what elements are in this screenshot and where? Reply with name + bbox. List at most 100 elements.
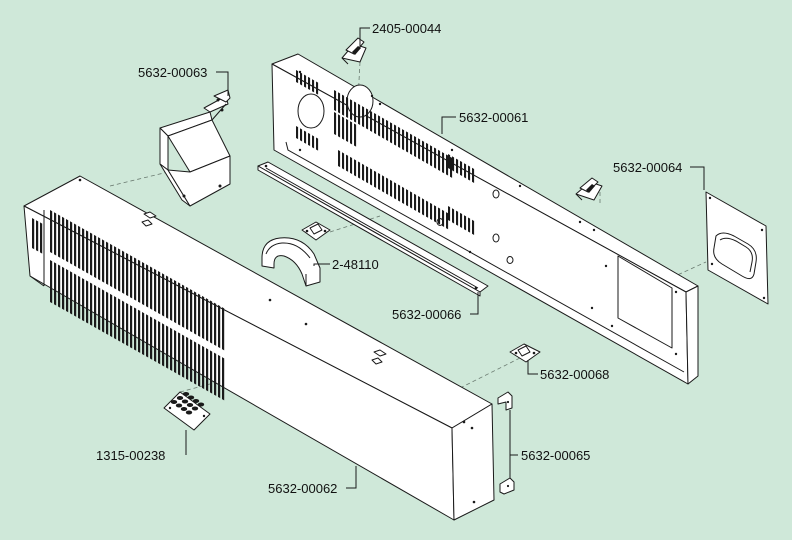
panel-louver-slot [472,167,475,183]
panel-louver-slot [382,117,385,139]
housing-louver-slot [166,325,169,369]
panel-rivet-dot [674,290,678,294]
panel-louver-slot [350,156,353,175]
housing-louver-slot [50,210,53,254]
callout-bracket: 5632-00063 [138,65,207,80]
housing-louver-slot [110,293,113,338]
panel-louver-slot [450,156,453,178]
panel-louver-slot [374,113,377,135]
panel-louver-slot [422,140,425,162]
panel-louver-slot [464,215,467,231]
panel-louver-slot [472,219,475,235]
panel-louver-slot [394,182,397,200]
housing-louver-slot [150,316,153,360]
panel-louver-slot [358,103,361,125]
panel-louver-slot [354,101,357,123]
housing-louver-slot [194,341,197,385]
panel-louver-slot [382,175,385,193]
panel-louver-slot [398,184,401,202]
housing-louver-slot [102,289,105,333]
housing-louver-slot [170,327,173,372]
housing-louver-slot [66,219,69,263]
housing-louver-slot [90,232,93,276]
terminal-coil [181,399,189,404]
top-clip-part [341,37,367,65]
panel-louver-slot [334,112,337,136]
housing-louver-slot [134,307,137,351]
housing-louver-slot [50,260,53,304]
panel-louver-slot [378,115,381,137]
panel-louver-slot [300,128,303,142]
panel-rivet-dot [298,148,302,152]
housing-louver-slot [70,221,73,265]
panel-louver-slot [312,135,315,149]
callout-back-panel: 5632-00061 [459,110,528,125]
housing-louver-slot [90,282,93,326]
panel-louver-slot [414,136,417,158]
housing-louver-slot [78,275,81,320]
housing-louver-slot [78,225,81,270]
panel-louver-slot [438,149,441,171]
callout-terminal: 1315-00238 [96,448,165,463]
housing-louver-slot [198,343,201,387]
housing-louver-slot [118,248,121,292]
housing-louver-slot [194,291,197,335]
panel-louver-slot [346,154,349,172]
panel-louver-slot [426,142,429,165]
housing-louver-slot [98,237,101,281]
panel-louver-slot [430,202,433,221]
panel-louver-slot [308,76,311,91]
panel-rivet-dot [370,94,374,98]
panel-louver-slot [446,212,449,230]
panel-louver-slot [366,108,369,130]
housing-louver-slot [126,302,129,347]
housing-louver-slot [58,214,61,258]
panel-louver-slot [338,92,341,114]
housing-louver-slot [206,298,209,342]
terminal-coil [175,403,183,408]
housing-louver-slot [98,287,101,331]
back-panel [271,53,699,385]
terminal-coil [180,407,188,411]
callout-labels: 2405-00044 5632-00063 5632-00061 5632-00… [96,21,682,496]
housing-louver-slot [214,302,217,346]
housing-louver-slot [138,259,141,303]
panel-louver-slot [442,209,445,227]
panel-louver-slot [398,126,401,148]
panel-rivet-dot [378,102,382,106]
panel-louver-slot [296,126,299,140]
callout-side-plate: 5632-00064 [613,160,682,175]
panel-louver-slot [346,118,349,143]
terminal-coil [186,403,194,407]
housing-louver-slot [206,348,209,392]
housing-louver-slot [32,218,35,250]
panel-louver-slot [374,170,377,188]
housing-louver-slot [74,273,77,317]
terminal-coil [185,410,193,415]
housing-louver-slot [142,311,145,356]
terminal-coil [182,392,190,396]
panel-louver-slot [346,96,349,119]
callout-bracket-pair: 5632-00065 [521,448,590,463]
panel-louver-slot [342,94,345,116]
housing-louver-slot [106,291,109,335]
housing-louver-slot [62,216,65,260]
housing-louver-slot [170,277,173,322]
panel-rivet-dot [298,70,302,74]
panel-louver-slot [406,131,409,153]
housing-louver-slot [126,252,129,297]
housing-louver-slot [186,286,189,331]
panel-louver-slot [338,114,341,138]
panel-louver-slot [434,205,437,223]
panel-rivet-dot [592,228,596,232]
housing-louver-slot [58,264,61,308]
housing-louver-slot [134,257,137,301]
panel-louver-slot [448,154,451,170]
housing-louver-slot [222,357,225,401]
panel-louver-slot [468,217,471,233]
housing-louver-slot [214,352,217,396]
callout-small-hinge: 5632-00068 [540,367,609,382]
terminal-block [163,391,211,431]
panel-louver-slot [410,191,413,209]
